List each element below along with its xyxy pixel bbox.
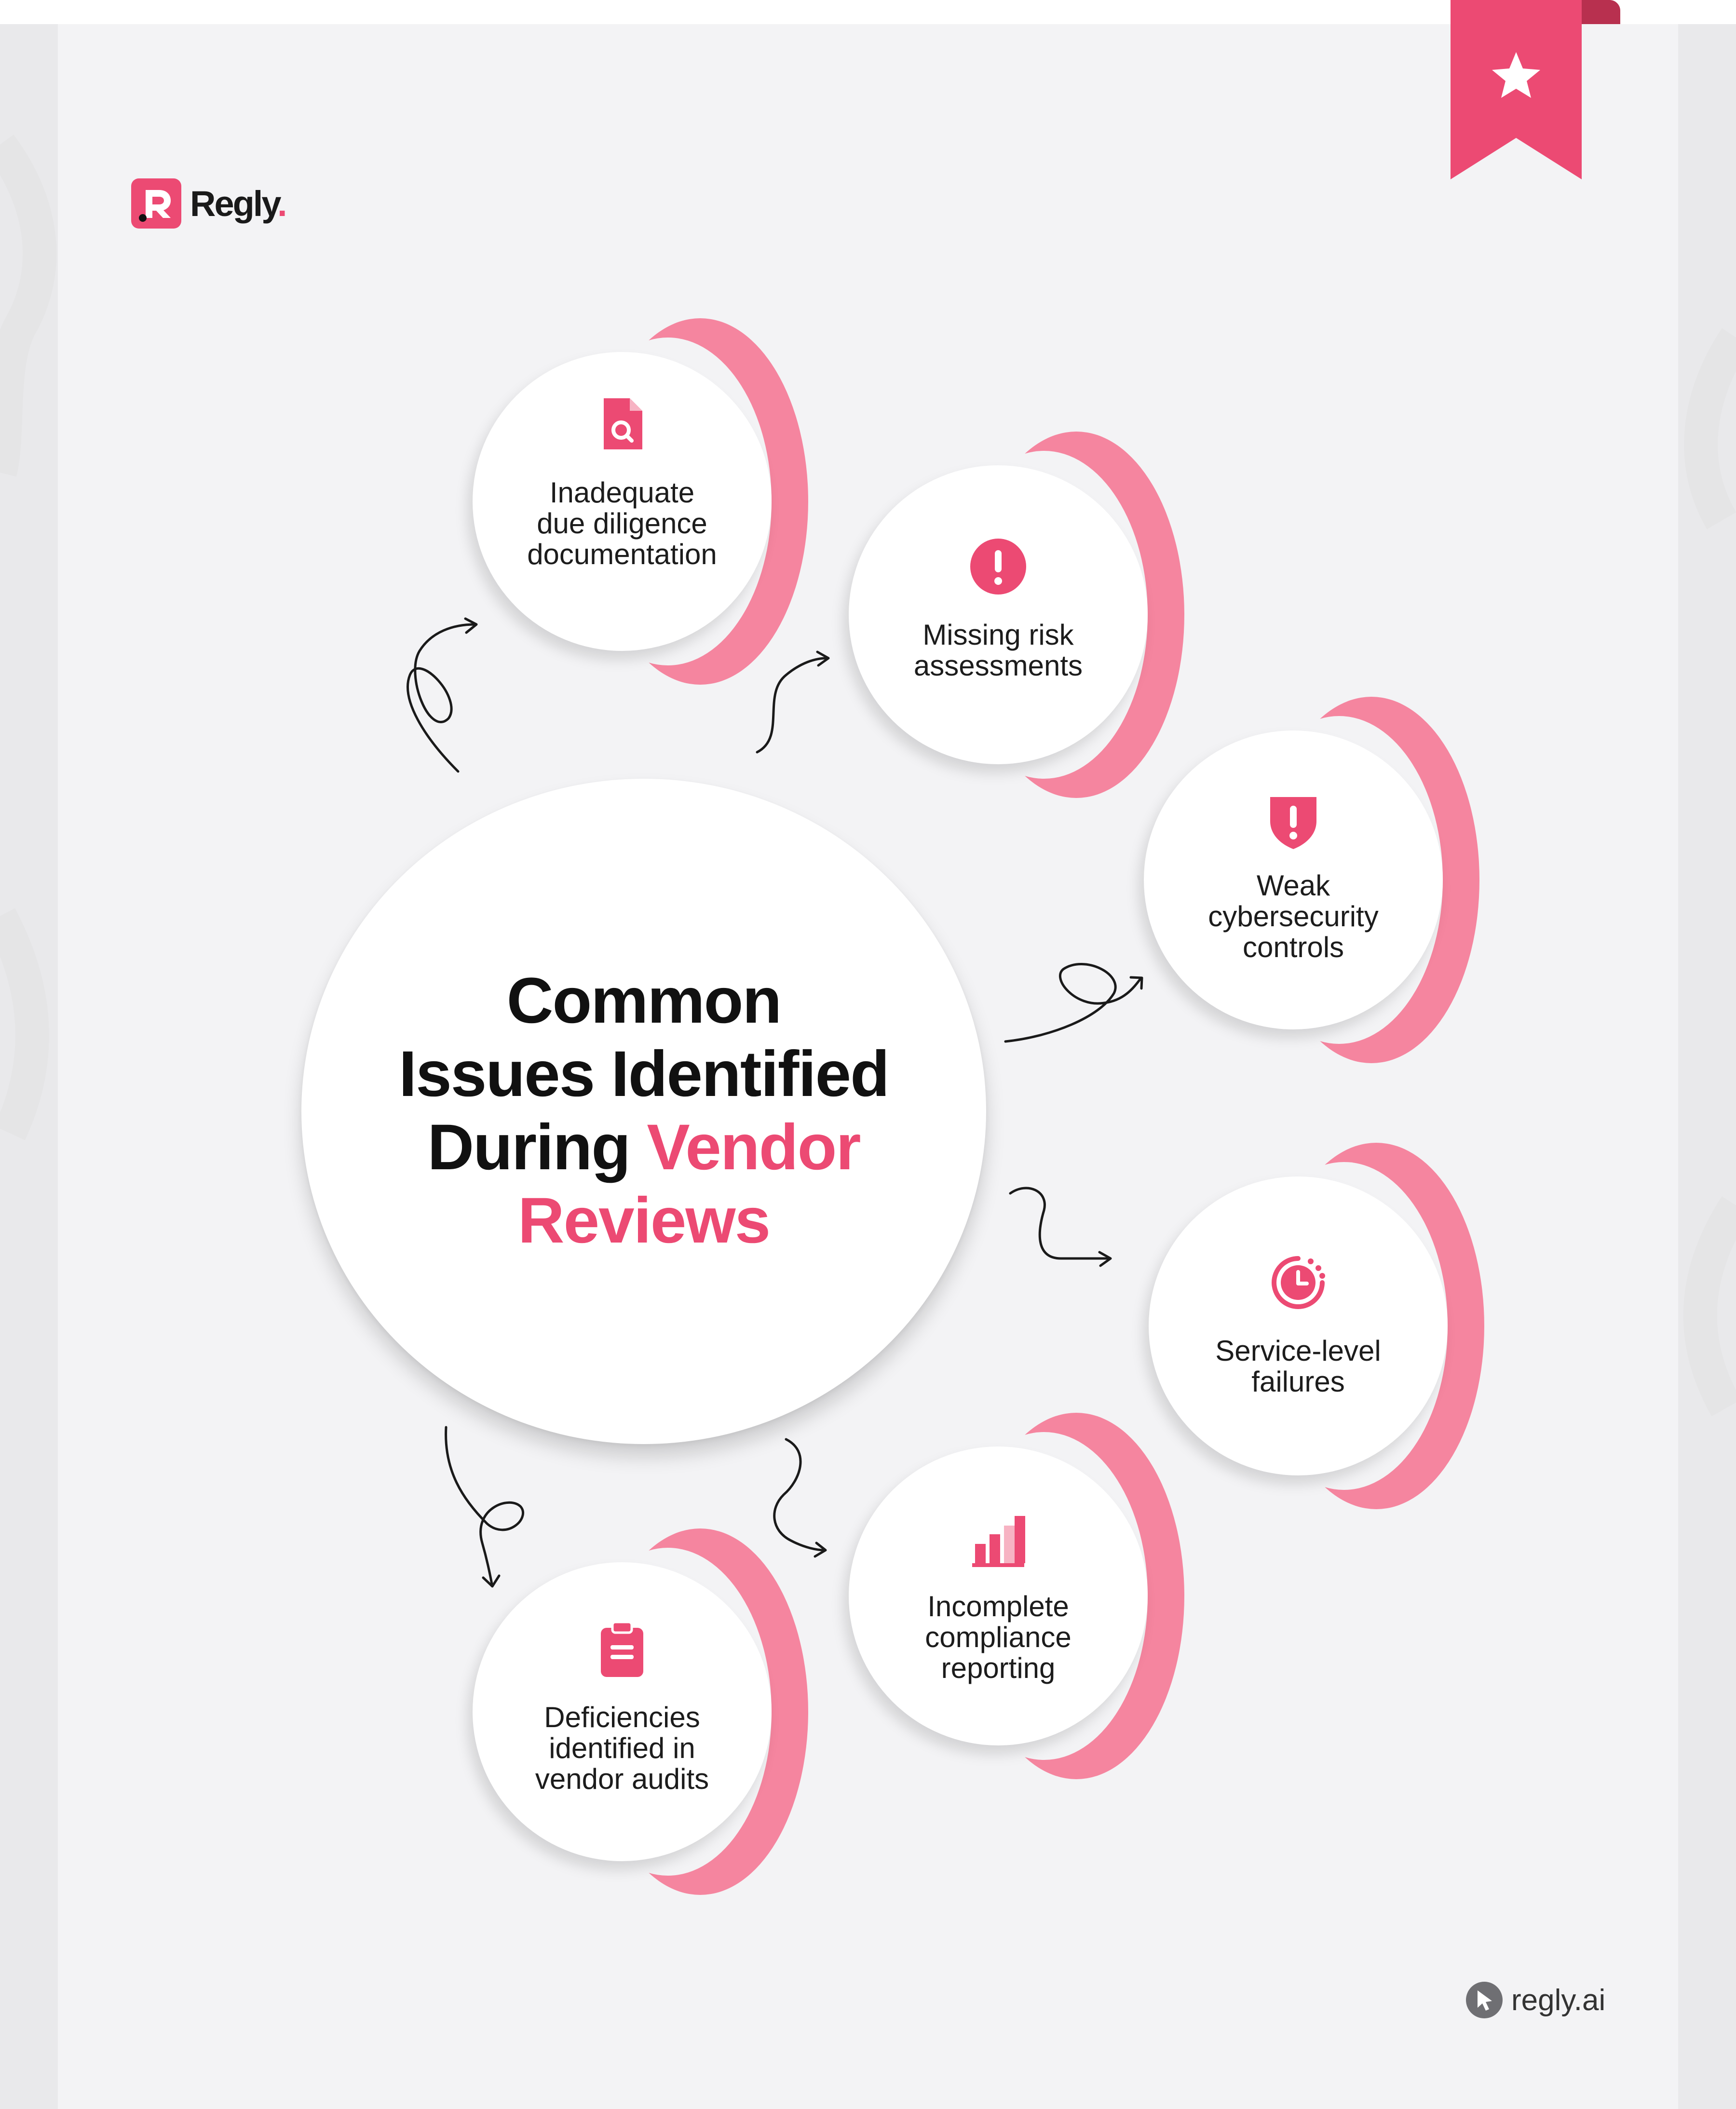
arrow-to-risk-assessments (756, 657, 828, 754)
cursor-icon (1466, 1982, 1503, 2018)
arrowhead-cybersecurity (1129, 976, 1143, 990)
arrow-to-vendor-audits (445, 1426, 525, 1585)
top-strip (0, 0, 1736, 24)
bookmark-star-icon[interactable] (1451, 0, 1620, 179)
arrowhead-service-level (1098, 1251, 1112, 1267)
arrowhead-vendor-audits (482, 1574, 501, 1588)
timer-icon (1272, 1256, 1325, 1309)
bar-chart-icon (972, 1516, 1025, 1567)
document-search-icon (604, 398, 642, 449)
arrowhead-due-diligence (464, 617, 478, 634)
footer-url: regly.ai (1511, 1983, 1606, 2017)
logo-mark-icon (131, 178, 181, 229)
arrow-to-compliance-reporting (773, 1438, 826, 1552)
shield-alert-icon (1270, 797, 1316, 849)
arrow-to-service-level (1009, 1187, 1111, 1260)
clipboard-icon (601, 1621, 643, 1677)
arrowhead-risk-assessments (816, 650, 830, 667)
arrow-to-due-diligence (407, 623, 476, 773)
footer-link[interactable]: regly.ai (1466, 1981, 1605, 2019)
central-circle (301, 779, 986, 1444)
page-title: Common Issues Identified During Vendor R… (399, 965, 890, 1257)
arrow-to-cybersecurity (1004, 963, 1142, 1043)
alert-circle-icon (970, 539, 1026, 595)
brand-logo[interactable]: Regly. (131, 177, 287, 230)
logo-text: Regly. (190, 183, 287, 224)
arrowhead-compliance-reporting (814, 1541, 827, 1558)
